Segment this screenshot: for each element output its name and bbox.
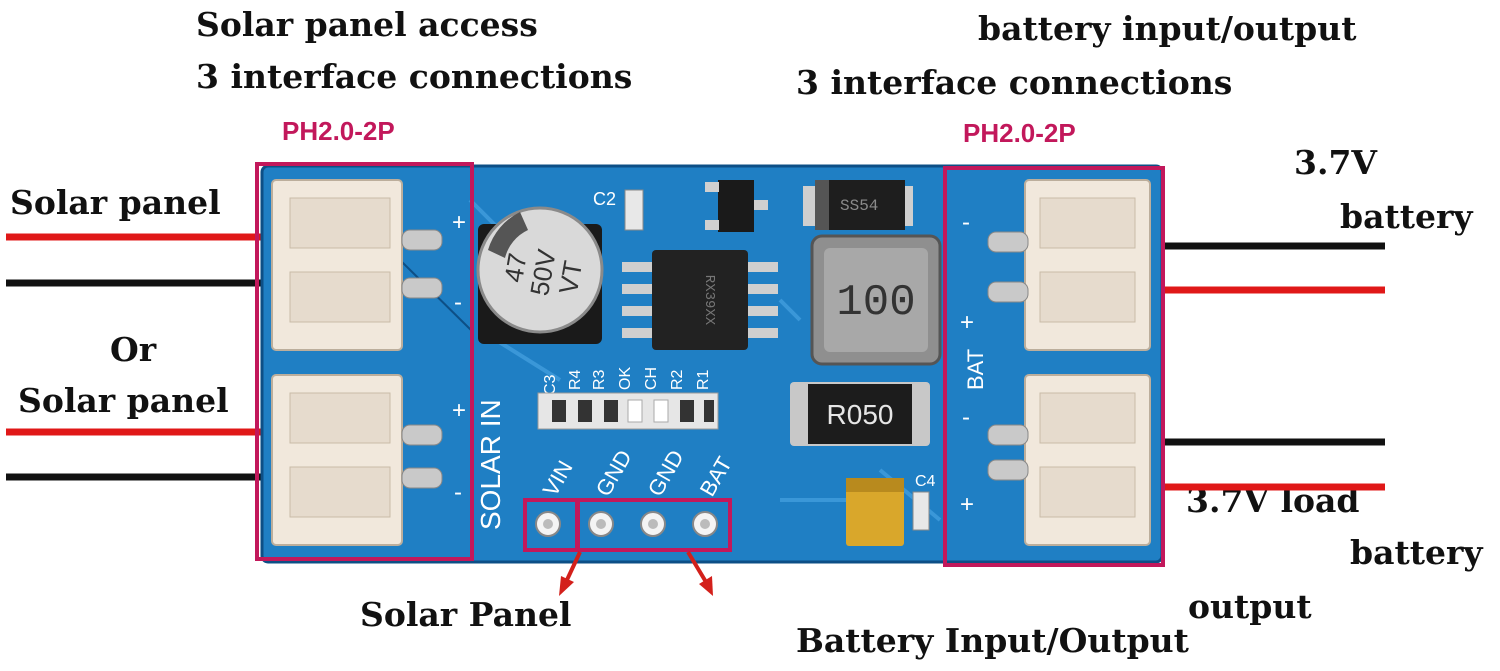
charger-ic: RX39XX [622, 250, 778, 350]
right-sign-3: - [962, 404, 970, 431]
or-label: Or [110, 330, 157, 369]
c3-label: C3 [542, 374, 559, 395]
power-inductor: 100 [810, 234, 942, 366]
battery-pins-label: Battery Input/Output [796, 621, 1189, 660]
battery-io-title: battery input/output [978, 9, 1357, 48]
right-sign-4: + [960, 491, 974, 518]
c2-capacitor [624, 189, 644, 231]
smd-label-r1: R1 [695, 369, 712, 390]
left-connector-top [271, 179, 443, 351]
left-sign-4: - [454, 479, 462, 506]
smd-label-ch: CH [643, 367, 660, 390]
left-connector-highlight [255, 162, 474, 561]
cap-series: VT [553, 258, 588, 296]
c2-label: C2 [593, 189, 616, 209]
right-sign-1: - [962, 209, 970, 236]
solar-panel-label-2: Solar panel [18, 381, 229, 420]
right-connector-bottom [987, 374, 1151, 546]
c4-capacitor [912, 491, 930, 531]
smd-row [537, 392, 719, 430]
tantalum-capacitor [846, 478, 904, 546]
left-wires [6, 233, 268, 481]
resistor-marking: R050 [827, 399, 894, 430]
load-battery-label: battery [1350, 533, 1483, 572]
solar-pin-arrow [559, 551, 582, 596]
pin-header [535, 511, 718, 537]
solar-pins-label: Solar Panel [360, 595, 572, 634]
right-sign-2: + [960, 309, 974, 336]
diode-marking: SS54 [840, 197, 878, 215]
smd-label-ok: OK [617, 367, 634, 390]
load-output-label: output [1188, 587, 1312, 626]
right-wires [1150, 242, 1385, 491]
smd-labels: R4 R3 OK CH R2 R1 [567, 367, 712, 390]
right-connector-highlight [943, 166, 1165, 567]
cap-value: 47 [498, 251, 533, 285]
smd-label-r4: R4 [567, 369, 584, 390]
schottky-diode: SS54 [803, 180, 913, 230]
solar-panel-label-1: Solar panel [10, 183, 221, 222]
solar-in-label: SOLAR IN [475, 399, 506, 530]
right-connector-label: PH2.0-2P [963, 118, 1076, 148]
smd-label-r2: R2 [669, 369, 686, 390]
inductor-marking: 100 [836, 278, 915, 328]
left-sign-2: - [454, 289, 462, 316]
right-connector-top [987, 179, 1151, 351]
battery-interface-note: 3 interface connections [796, 63, 1233, 102]
solar-interface-note: 3 interface connections [196, 57, 633, 96]
battery-label: battery [1340, 197, 1473, 236]
smd-label-r3: R3 [591, 369, 608, 390]
battery-pins-highlight [576, 498, 732, 552]
battery-voltage-label: 3.7V [1294, 143, 1378, 182]
left-connector-bottom [271, 374, 443, 546]
left-sign-1: + [452, 209, 466, 236]
c4-label: C4 [915, 473, 936, 490]
sense-resistor: R050 [790, 382, 930, 446]
ic-marking: RX39XX [701, 275, 717, 326]
solar-access-title: Solar panel access [196, 5, 538, 44]
left-sign-3: + [452, 397, 466, 424]
left-connector-label: PH2.0-2P [282, 116, 395, 146]
bat-silk-label: BAT [963, 349, 988, 390]
electrolytic-capacitor: 47 50V VT [476, 206, 604, 344]
battery-pin-arrow [686, 550, 713, 596]
sot-transistor [718, 180, 754, 232]
